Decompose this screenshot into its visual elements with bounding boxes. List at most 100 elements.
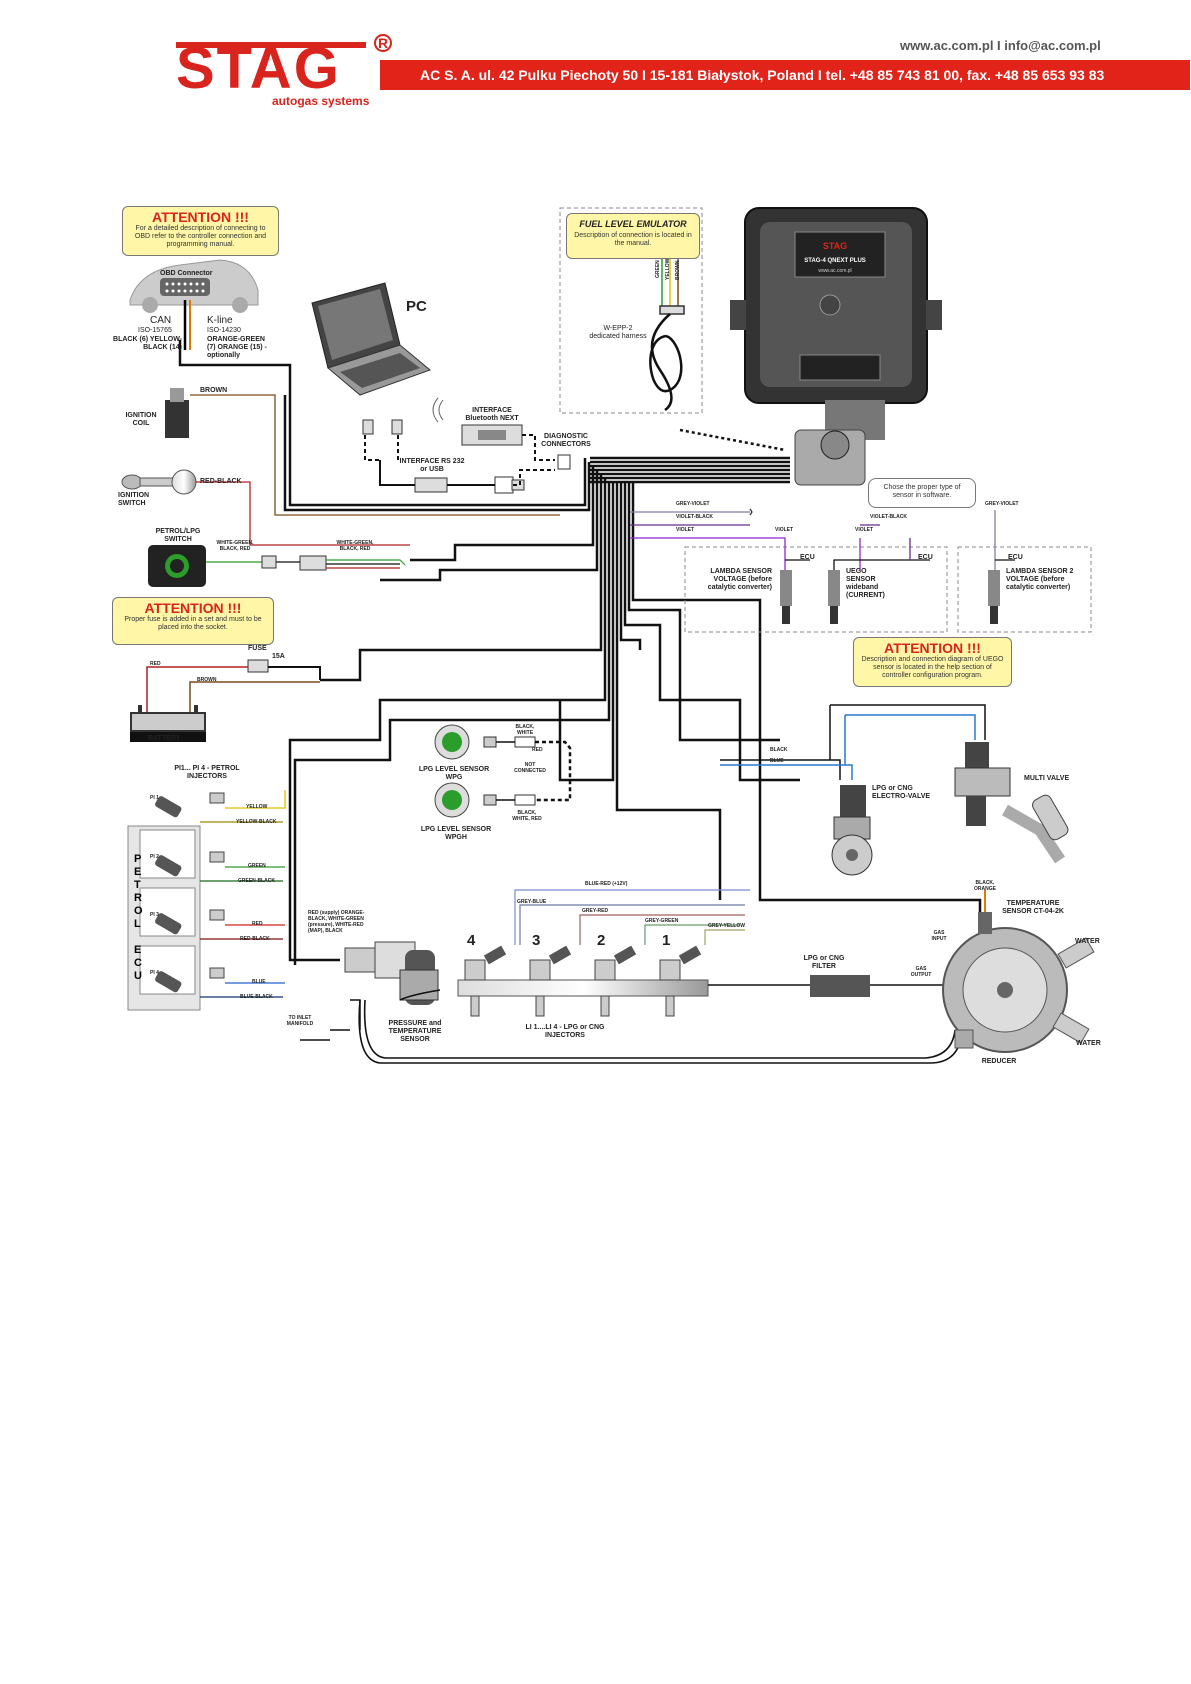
can-std: ISO-15765 — [138, 327, 172, 334]
ignition-coil-label: IGNITION COIL — [125, 412, 157, 427]
address-bar: AC S. A. ul. 42 Pulku Piechoty 50 I 15-1… — [380, 60, 1190, 90]
attention-body: For a detailed description of connecting… — [134, 225, 267, 248]
pressure-sensor-icon — [300, 941, 439, 1041]
pi2-wire2: GREEN-BLACK — [238, 878, 275, 884]
lambda-s3-label: LAMBDA SENSOR 2 VOLTAGE (before catalyti… — [1006, 568, 1074, 591]
violet-wire: VIOLET — [676, 527, 695, 533]
laptop-icon — [311, 282, 431, 396]
attention-title: ATTENTION !!! — [144, 600, 242, 616]
obd-car — [129, 259, 259, 350]
lpg-level-sensors — [434, 724, 572, 818]
wire-grey-green: GREY-GREEN — [645, 918, 679, 924]
emulator-box — [559, 207, 703, 414]
gas-input-label: GAS INPUT — [931, 930, 947, 942]
petrol-injectors-label: PI1... PI 4 - PETROL INJECTORS — [174, 765, 240, 780]
controller-brand: STAG — [823, 241, 847, 251]
injector-num-1: 1 — [662, 932, 671, 949]
attention-title: ATTENTION !!! — [884, 640, 981, 656]
petrol-injectors — [155, 792, 225, 993]
ecu-label-2: ECU — [918, 554, 933, 561]
diagnostic-label: DIAGNOSTIC CONNECTORS — [541, 433, 591, 448]
pi3-wire1: RED — [252, 921, 263, 927]
battery-label: BATTERY — [148, 735, 181, 742]
logo-tagline: autogas systems — [272, 94, 370, 108]
temp-sensor-label: TEMPERATURE SENSOR CT-04-2K — [1002, 900, 1064, 915]
pc-label: PC — [406, 298, 427, 315]
pi3-label: PI 3 — [150, 912, 159, 918]
water-label-1: WATER — [1075, 938, 1100, 945]
fuel-emulator-box: FUEL LEVEL EMULATOR Description of conne… — [566, 213, 700, 259]
controller-model: STAG-4 QNEXT PLUS — [804, 258, 866, 264]
contact-info: www.ac.com.pl I info@ac.com.pl — [900, 38, 1101, 53]
ignition-switch-icon — [121, 469, 410, 546]
lambda-box-2 — [957, 546, 1092, 633]
fuse-red-wire: RED — [150, 661, 161, 667]
pressure-sensor-label: PRESSURE and TEMPERATURE SENSOR — [388, 1020, 442, 1043]
multivalve-label: MULTI VALVE — [1024, 775, 1070, 782]
attention-fuse: ATTENTION !!! Proper fuse is added in a … — [112, 597, 274, 645]
violet-black-wire: VIOLET-BLACK — [676, 514, 713, 520]
gas-injector-wires — [514, 889, 750, 945]
emulator-wire-brown: BROWN — [675, 260, 681, 280]
valve-blue-wire: BLUE — [770, 758, 784, 764]
not-connected: NOT CONNECTED — [514, 762, 546, 774]
gas-filter-icon — [810, 975, 870, 997]
petrol-injector-wires — [200, 790, 286, 998]
gas-injector-rail — [457, 945, 709, 1017]
gas-output-label: GAS OUTPUT — [910, 966, 932, 978]
injector-num-4: 4 — [467, 932, 476, 949]
lambda-s2-label: UEGO SENSOR wideband (CURRENT) — [846, 568, 885, 599]
interface-rs-label: INTERFACE RS 232 or USB — [399, 458, 465, 473]
interface-bt-label: INTERFACE Bluetooth NEXT — [465, 407, 519, 422]
kline-label: K-line — [207, 315, 233, 326]
logo-bar — [176, 42, 366, 48]
ecu-label-3: ECU — [1008, 554, 1023, 561]
attention-obd: ATTENTION !!! For a detailed description… — [122, 206, 279, 256]
emulator-wire-green: GREEN — [655, 260, 661, 278]
lambda-sensors — [780, 570, 1000, 624]
pi2-label: PI 2 — [150, 854, 159, 860]
violet-black-wire-2: VIOLET-BLACK — [870, 514, 907, 520]
fuse-brown-wire: BROWN — [197, 677, 217, 683]
can-wires: BLACK (6) YELLOW-BLACK (14) — [113, 336, 182, 351]
emulator-title: FUEL LEVEL EMULATOR — [579, 219, 687, 229]
petrol-switch-label: PETROL/LPG SWITCH — [155, 528, 201, 543]
kline-wires: ORANGE-GREEN (7) ORANGE (15) - optionall… — [207, 336, 267, 359]
stag-logo: STAG — [176, 36, 341, 101]
coil-wire-label: BROWN — [200, 387, 228, 394]
pi4-label: PI 4 — [150, 970, 159, 976]
stag-controller — [730, 207, 942, 486]
violet-wire-3: VIOLET — [855, 527, 874, 533]
emulator-wires — [649, 250, 685, 412]
attention-title: ATTENTION !!! — [152, 209, 249, 225]
violet-wire-2: VIOLET — [775, 527, 794, 533]
attention-body: Proper fuse is added in a set and must t… — [124, 616, 262, 631]
fuse-battery — [130, 659, 321, 742]
emulator-body: Description of connection is located in … — [574, 232, 692, 247]
filter-label: LPG or CNG FILTER — [803, 955, 845, 970]
reducer-label: REDUCER — [981, 1058, 1017, 1065]
wire-grey-yellow: GREY-YELLOW — [708, 923, 745, 929]
wpg-label: LPG LEVEL SENSOR WPG — [418, 766, 490, 781]
registered-icon: R — [374, 34, 392, 52]
gas-injectors-label: LI 1....LI 4 - LPG or CNG INJECTORS — [525, 1024, 605, 1039]
attention-uego: ATTENTION !!! Description and connection… — [853, 637, 1012, 687]
pressure-wires: RED (supply) ORANGE-BLACK, WHITE-GREEN (… — [308, 910, 365, 934]
grey-violet-wire: GREY-VIOLET — [676, 501, 710, 507]
lambda-wires — [630, 508, 1015, 570]
pi3-wire2: RED-BLACK — [240, 936, 270, 942]
petrol-switch-wires-left: WHITE-GREEN, BLACK, RED — [216, 540, 254, 552]
pi1-wire1: YELLOW — [246, 804, 268, 810]
interface-links — [364, 434, 555, 486]
petrol-lpg-switch-icon — [148, 545, 406, 587]
petrol-switch-wires-right: WHITE-GREEN, BLACK, RED — [336, 540, 374, 552]
attention-body: Description and connection diagram of UE… — [861, 656, 1004, 679]
wire-blue-red: BLUE-RED (+12V) — [585, 881, 628, 887]
sensor-type-text: Chose the proper type of sensor in softw… — [883, 484, 961, 499]
main-harness — [178, 340, 982, 965]
emulator-harness-label: W-EPP-2 dedicated harness — [589, 325, 647, 340]
reducer-icon — [942, 890, 1095, 1053]
water-label-2: WATER — [1076, 1040, 1101, 1047]
